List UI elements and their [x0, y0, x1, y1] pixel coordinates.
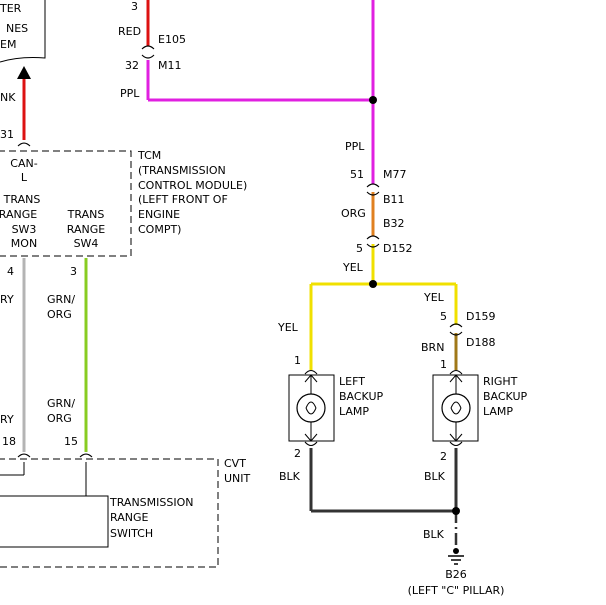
connector-id-d188: D188 — [466, 336, 495, 349]
connector-e105-m11 — [141, 45, 155, 59]
pin-red-top: 3 — [131, 0, 138, 13]
connector-id-m11: M11 — [158, 59, 182, 72]
label-red: RED — [118, 25, 141, 38]
left-backup-lamp — [288, 374, 335, 442]
label-grn-org-top-2: ORG — [47, 308, 72, 321]
left-lamp-label-3: LAMP — [339, 405, 369, 418]
label-grn-org-bottom-2: ORG — [47, 412, 72, 425]
connector-d159-d188 — [449, 323, 463, 336]
label-grn-org-top-1: GRN/ — [47, 293, 75, 306]
left-lamp-label-2: BACKUP — [339, 390, 384, 403]
tcm-sw3-label-4: MON — [11, 237, 37, 250]
tcm-title-line-3: CONTROL MODULE) — [138, 179, 247, 192]
tcm-sw3-label-3: SW3 — [12, 223, 37, 236]
top-left-module-line-2: NES — [6, 22, 28, 35]
label-blk-left: BLK — [279, 470, 301, 483]
pin-m77: 51 — [350, 168, 364, 181]
connector-b32-d152 — [366, 235, 380, 248]
connector-id-b32: B32 — [383, 217, 405, 230]
top-left-module-line-3: EM — [0, 38, 16, 51]
wires — [22, 0, 458, 548]
pin-left-lamp-bottom: 2 — [294, 447, 301, 460]
label-yel-left: YEL — [277, 321, 299, 334]
pin-tcm-sw3: 4 — [7, 265, 14, 278]
switch-label-2: RANGE — [110, 511, 148, 524]
tcm-sw3-label-1: TRANS — [3, 193, 41, 206]
cvt-unit-box — [0, 458, 219, 568]
right-lamp-label-1: RIGHT — [483, 375, 518, 388]
label-org: ORG — [341, 207, 366, 220]
cvt-title-line-2: UNIT — [224, 472, 251, 485]
right-lamp-top-connector — [449, 369, 463, 375]
switch-label-1: TRANSMISSION — [109, 496, 193, 509]
tcm-title-line-2: (TRANSMISSION — [138, 164, 226, 177]
tcm-box — [0, 150, 132, 257]
label-ppl-left: PPL — [120, 87, 140, 100]
tcm-can-label-1: CAN- — [10, 157, 37, 170]
connector-id-b11: B11 — [383, 193, 405, 206]
splice-ppl — [369, 96, 377, 104]
connector-id-d152: D152 — [383, 242, 412, 255]
connector-id-e105: E105 — [158, 33, 186, 46]
left-lamp-label-1: LEFT — [339, 375, 365, 388]
tcm-sw4-label-2: RANGE — [67, 223, 105, 236]
tcm-title: TCM (TRANSMISSION CONTROL MODULE) (LEFT … — [137, 149, 247, 236]
cvt-title-line-1: CVT — [224, 457, 246, 470]
right-lamp-bottom-connector — [449, 441, 463, 447]
pin-right-lamp-bottom: 2 — [440, 450, 447, 463]
left-lamp-top-connector — [304, 369, 318, 375]
connector-m77-b11 — [366, 183, 380, 196]
connector-cvt — [17, 453, 93, 458]
connector-id-d159: D159 — [466, 310, 495, 323]
label-gry-top: RY — [0, 293, 14, 306]
tcm-title-line-5: ENGINE — [138, 208, 180, 221]
pin-left-lamp-top: 1 — [294, 354, 301, 367]
pin-cvt-15: 15 — [64, 435, 78, 448]
tcm-sw3-label-2: RANGE — [0, 208, 37, 221]
pin-d152: 5 — [356, 242, 363, 255]
connector-tcm-can — [17, 142, 31, 147]
pin-tcm-sw4: 3 — [70, 265, 77, 278]
pin-d159: 5 — [440, 310, 447, 323]
label-ppl-right: PPL — [345, 140, 365, 153]
right-lamp-label-2: BACKUP — [483, 390, 528, 403]
left-lamp-bulb-icon — [296, 393, 326, 423]
tcm-title-line-6: COMPT) — [138, 223, 181, 236]
splice-blk — [452, 507, 460, 515]
top-left-module-line-1: TER — [0, 2, 22, 15]
tcm-can-label-2: L — [21, 171, 28, 184]
tcm-sw4-label-1: TRANS — [67, 208, 105, 221]
connector-id-m77: M77 — [383, 168, 407, 181]
nk-label: NK — [0, 91, 16, 104]
label-brn: BRN — [421, 341, 444, 354]
label-yel-right: YEL — [423, 291, 445, 304]
can-arrow-icon — [17, 66, 31, 79]
switch-label-3: SWITCH — [110, 527, 153, 540]
ground-location: (LEFT "C" PILLAR) — [408, 584, 505, 597]
label-blk-right: BLK — [424, 470, 446, 483]
splice-yel — [369, 280, 377, 288]
pin-right-lamp-top: 1 — [440, 358, 447, 371]
label-grn-org-bottom-1: GRN/ — [47, 397, 75, 410]
label-yel-center: YEL — [342, 261, 364, 274]
ground-symbol-icon — [448, 548, 464, 565]
pin-cvt-18: 18 — [2, 435, 16, 448]
top-left-module-outline — [0, 0, 46, 63]
pin-m11: 32 — [125, 59, 139, 72]
label-gry-bottom: RY — [0, 413, 14, 426]
right-backup-lamp — [432, 374, 479, 442]
right-lamp-label-3: LAMP — [483, 405, 513, 418]
label-blk-bottom: BLK — [423, 528, 445, 541]
transmission-range-switch — [0, 462, 109, 548]
left-lamp-bottom-connector — [304, 441, 318, 447]
tcm-title-line-4: (LEFT FRONT OF — [138, 193, 228, 206]
pin-tcm-can: 31 — [0, 128, 14, 141]
ground-id: B26 — [445, 568, 467, 581]
tcm-sw4-label-3: SW4 — [74, 237, 99, 250]
right-lamp-bulb-icon — [441, 393, 471, 423]
tcm-title-line-1: TCM — [137, 149, 161, 162]
